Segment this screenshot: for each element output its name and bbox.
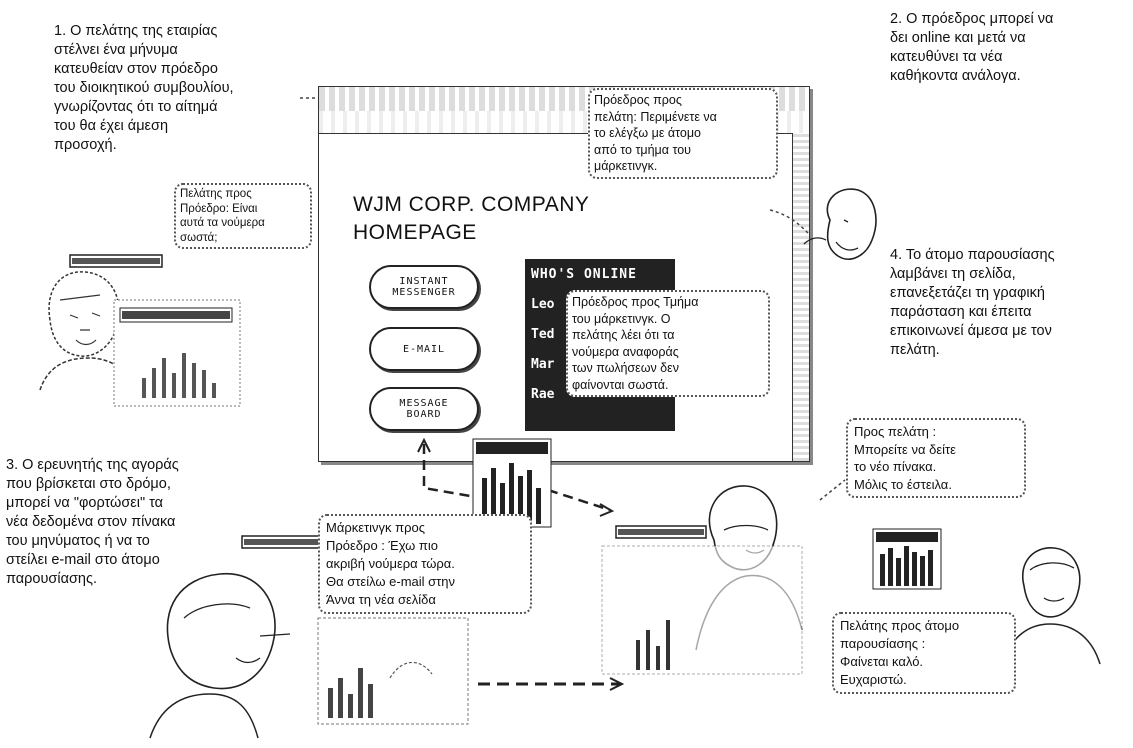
- caption-step-1: 1. Ο πελάτης της εταιρίας στέλνει ένα μή…: [54, 22, 324, 155]
- bubble-to-client: Προς πελάτη : Μπορείτε να δείτε το νέο π…: [846, 418, 1026, 498]
- caption-step-2: 2. Ο πρόεδρος μπορεί να δει online και μ…: [890, 10, 1110, 86]
- message-board-button[interactable]: MESSAGE BOARD: [369, 387, 479, 431]
- instant-messenger-button[interactable]: INSTANT MESSENGER: [369, 265, 479, 309]
- whos-online-name[interactable]: Leo: [531, 297, 554, 312]
- bubble-client-to-presenter: Πελάτης προς άτομο παρουσίασης : Φαίνετα…: [832, 612, 1016, 694]
- bubble-client-to-president: Πελάτης προς Πρόεδρο: Είναι αυτά τα νούμ…: [174, 183, 312, 249]
- whos-online-name[interactable]: Rae: [531, 387, 554, 402]
- whos-online-name[interactable]: Mar: [531, 357, 554, 372]
- bubble-president-to-marketing: Πρόεδρος προς Τμήμα του μάρκετινγκ. Ο πε…: [566, 290, 770, 397]
- whos-online-name[interactable]: Ted: [531, 327, 554, 342]
- homepage-title: WJM CORP. COMPANY HOMEPAGE: [353, 191, 589, 247]
- email-button[interactable]: E-MAIL: [369, 327, 479, 371]
- bubble-marketing-to-president: Μάρκετινγκ προς Πρόεδρο : Έχω πιο ακριβή…: [318, 514, 532, 614]
- client-screen-chart: [112, 298, 242, 408]
- bubble-president-to-client: Πρόεδρος προς πελάτη: Περιμένετε να το ε…: [588, 88, 778, 179]
- right-client-person-sketch: [1000, 536, 1110, 666]
- right-chart-document: [872, 528, 942, 590]
- whos-online-title: WHO'S ONLINE: [531, 267, 637, 282]
- caption-step-4: 4. Το άτομο παρουσίασης λαμβάνει τη σελί…: [890, 246, 1125, 360]
- president-person-sketch: [800, 180, 890, 300]
- presenter-person-sketch: [596, 470, 826, 680]
